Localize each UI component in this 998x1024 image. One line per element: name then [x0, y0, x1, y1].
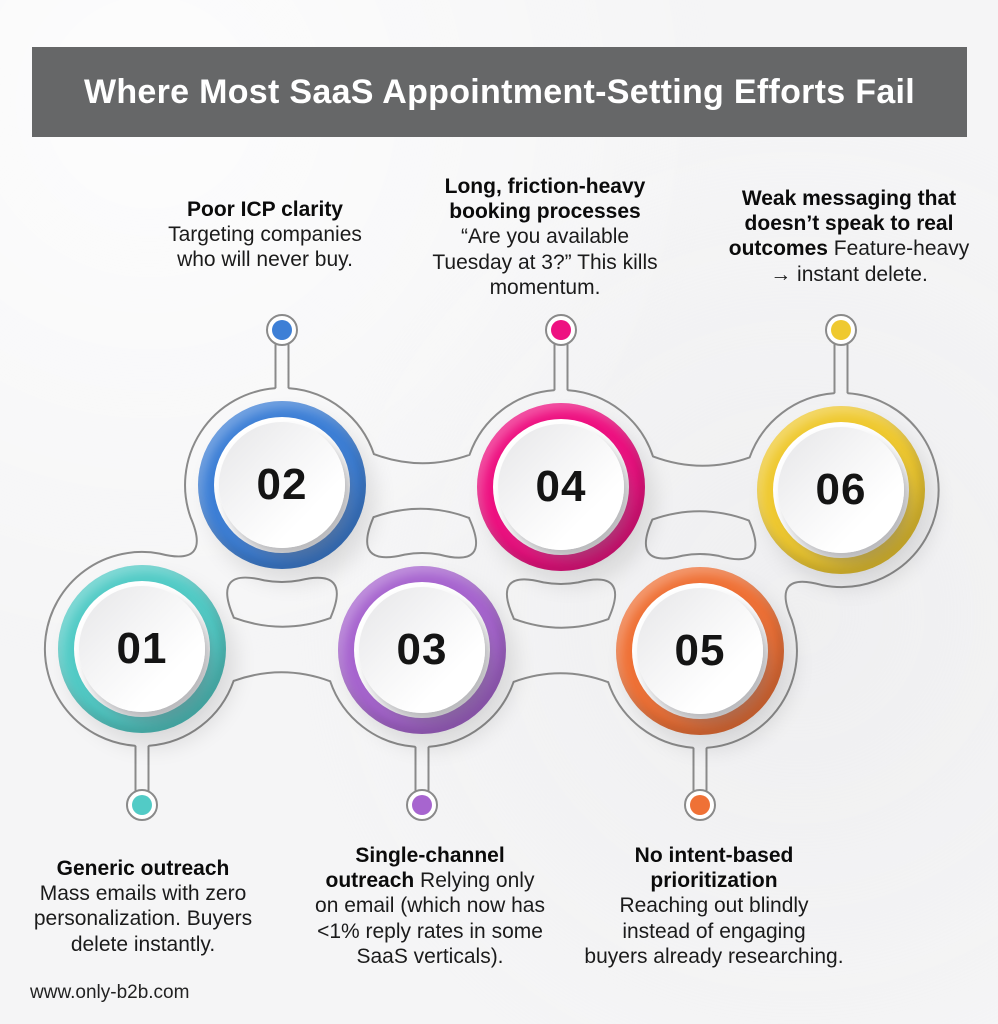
step-body-06: Feature-heavy → instant delete. — [770, 237, 970, 286]
step-text-06: Weak messaging that doesn’t speak to rea… — [699, 186, 998, 287]
step-circle-05: 05 — [616, 567, 784, 735]
step-number-04: 04 — [535, 462, 587, 511]
step-core-06: 06 — [778, 427, 904, 553]
step-circle-02: 02 — [198, 401, 366, 569]
connector-dot — [551, 320, 571, 340]
step-text-02: Poor ICP clarity Targeting companies who… — [115, 197, 415, 273]
step-circle-01: 01 — [58, 565, 226, 733]
step-text-04: Long, friction-heavy booking processes “… — [395, 174, 695, 300]
step-heading-04: Long, friction-heavy booking processes — [444, 175, 646, 224]
step-number-06: 06 — [815, 465, 867, 514]
step-number-01: 01 — [116, 624, 168, 673]
step-core-03: 03 — [359, 587, 485, 713]
step-body-05: Reaching out blindly instead of engaging… — [584, 894, 844, 968]
step-core-01: 01 — [79, 586, 205, 712]
step-body-02: Targeting companies who will never buy. — [168, 223, 362, 272]
flow-outline — [43, 387, 940, 749]
step-circle-04: 04 — [477, 403, 645, 571]
step-heading-01: Generic outreach — [56, 857, 230, 880]
step-circle-06: 06 — [757, 406, 925, 574]
connector-dot — [272, 320, 292, 340]
step-core-02: 02 — [219, 422, 345, 548]
step-circle-03: 03 — [338, 566, 506, 734]
step-heading-03: Single-channel outreach — [325, 844, 505, 893]
step-text-05: No intent-based prioritization Reaching … — [554, 843, 874, 969]
step-text-01: Generic outreach Mass emails with zero p… — [0, 856, 286, 957]
connector-dot — [412, 795, 432, 815]
title-banner: Where Most SaaS Appointment-Setting Effo… — [32, 47, 967, 137]
step-core-05: 05 — [637, 588, 763, 714]
step-body-01: Mass emails with zero personalization. B… — [33, 882, 253, 956]
step-core-04: 04 — [498, 424, 624, 550]
step-number-02: 02 — [256, 460, 308, 509]
step-heading-05: No intent-based prioritization — [634, 844, 794, 893]
step-number-03: 03 — [396, 625, 448, 674]
step-body-03: Relying only on email (which now has <1%… — [315, 869, 545, 968]
connector-dot — [831, 320, 851, 340]
step-body-04: “Are you available Tuesday at 3?” This k… — [432, 225, 658, 299]
step-heading-06: Weak messaging that doesn’t speak to rea… — [728, 187, 957, 261]
website-url: www.only-b2b.com — [30, 982, 190, 1003]
connector-dot — [132, 795, 152, 815]
page-title: Where Most SaaS Appointment-Setting Effo… — [83, 72, 916, 111]
step-number-05: 05 — [674, 626, 726, 675]
step-heading-02: Poor ICP clarity — [186, 198, 343, 221]
connector-dot — [690, 795, 710, 815]
step-text-03: Single-channel outreach Relying only on … — [280, 843, 580, 969]
